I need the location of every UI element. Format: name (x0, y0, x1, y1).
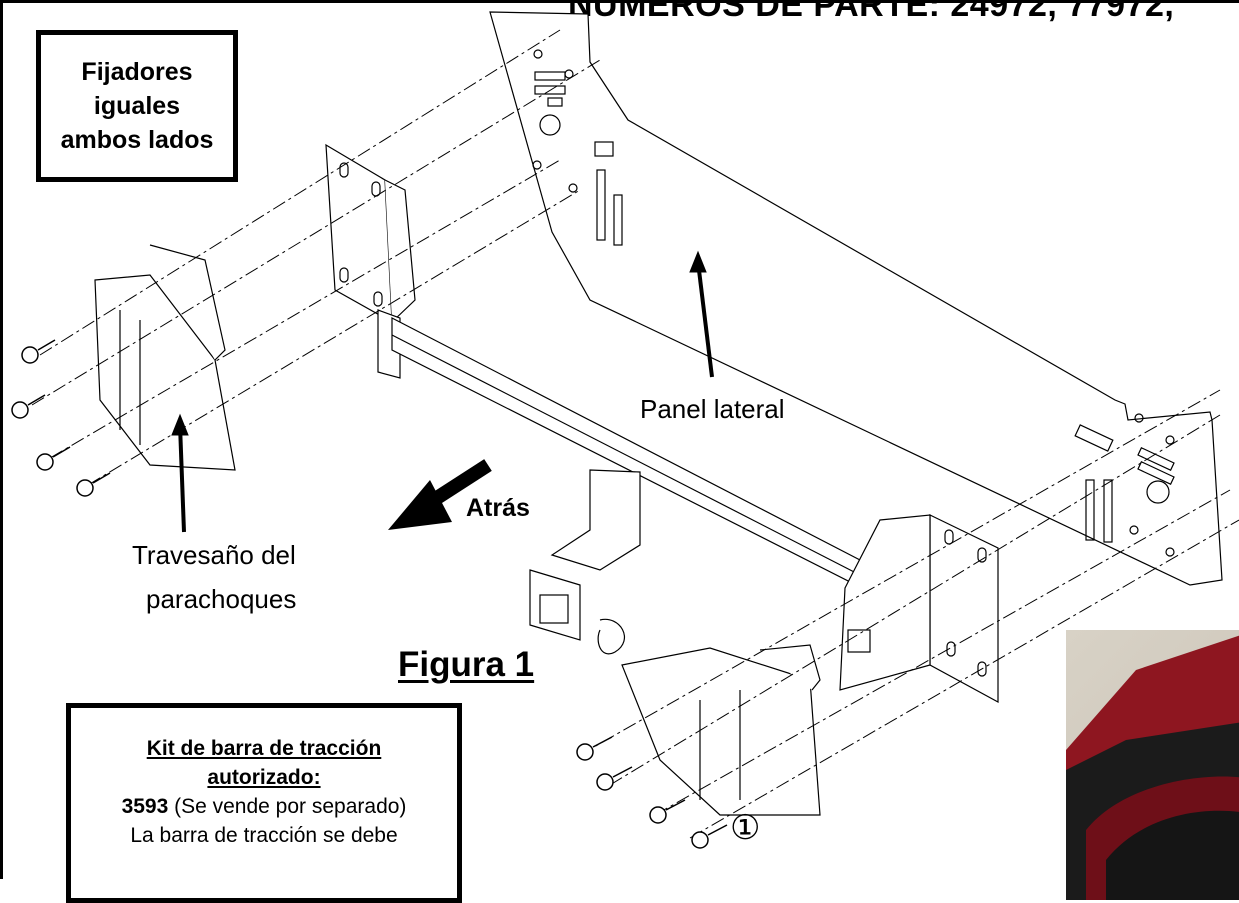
figure-label: Figura 1 (398, 645, 535, 684)
page-border (0, 0, 1239, 879)
part-numbers-title: NÚMEROS DE PARTE: 24972, 77972, (568, 0, 1175, 24)
receiver-tube (529, 469, 641, 655)
kit-part-note: (Se vende por separado) (168, 795, 407, 818)
drawbar-kit-box: Kit de barra de tracción autorizado: 359… (66, 703, 462, 903)
note-line: Fijadores (81, 58, 193, 86)
vehicle-photo (1066, 630, 1239, 900)
callout-arrows (171, 250, 714, 533)
bumper-beam-left (94, 244, 236, 471)
side-panel-far-right-features (1074, 413, 1175, 557)
bumper-beam-label-line2: parachoques (146, 584, 297, 614)
rear-label: Atrás (466, 494, 530, 522)
note-line: ambos lados (60, 126, 214, 154)
right-bracket-plate (839, 514, 999, 704)
kit-heading-line2: autorizado: (207, 766, 321, 789)
hitch-exploded-diagram (11, 11, 1239, 849)
bumper-beam-label-line1: Travesaño del (132, 540, 296, 570)
kit-part-number: 3593 (121, 795, 169, 818)
screws (11, 339, 728, 849)
vehicle-photo-shapes (1066, 635, 1239, 900)
rear-direction-arrow (388, 459, 492, 530)
side-panel-label: Panel lateral (640, 394, 785, 424)
kit-body-line: La barra de tracción se debe (130, 824, 398, 847)
side-panel-far (489, 11, 1223, 586)
kit-heading-line1: Kit de barra de tracción (146, 737, 382, 760)
kit-part-line: 3593 (Se vende por separado) (71, 792, 457, 821)
bumper-beam-right (621, 644, 821, 816)
left-bracket-plate (325, 143, 416, 379)
fasteners-note-box: Fijadores iguales ambos lados (36, 30, 238, 182)
step-number: ① (730, 808, 761, 848)
note-line: iguales (93, 92, 181, 120)
alignment-lines (31, 29, 1239, 839)
